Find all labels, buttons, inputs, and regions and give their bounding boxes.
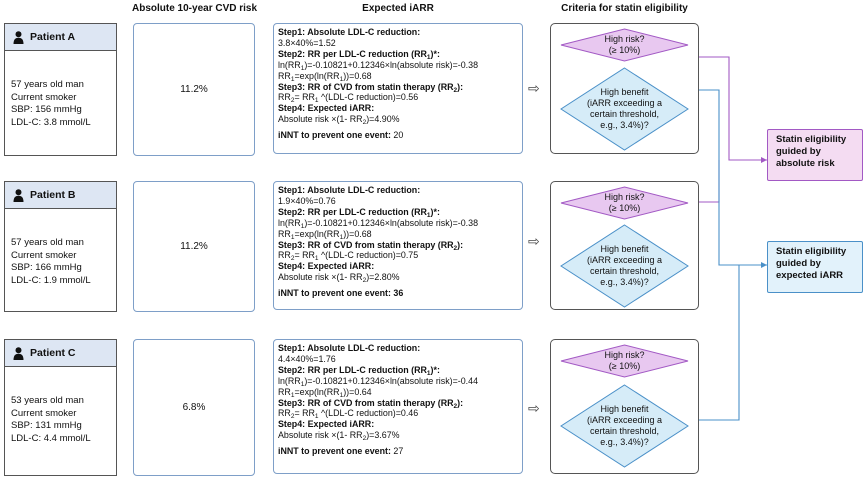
patient-info-b: 57 years old man Current smoker SBP: 166…	[11, 237, 91, 286]
iarr-box-a: Step1: Absolute LDL-C reduction: 3.8×40%…	[273, 23, 523, 154]
benefit-arrowhead	[761, 262, 767, 268]
header-criteria: Criteria for statin eligibility	[561, 3, 688, 14]
nnt-value-c: 27	[393, 446, 404, 457]
patient-header-b: Patient B	[5, 182, 116, 209]
risk-box-a: 11.2%	[133, 23, 255, 156]
nnt-value-b: 36	[393, 288, 404, 299]
patient-card-c: Patient C 53 years old man Current smoke…	[4, 339, 117, 476]
patient-info-a: 57 years old man Current smoker SBP: 156…	[11, 79, 91, 128]
patient-info-c: 53 years old man Current smoker SBP: 131…	[11, 395, 91, 444]
patient-name: Patient C	[30, 347, 76, 359]
patient-name: Patient B	[30, 189, 76, 201]
arrow-icon: ⇨	[528, 80, 540, 96]
iarr-box-b: Step1: Absolute LDL-C reduction: 1.9×40%…	[273, 181, 523, 310]
high-risk-diamond: High risk?(≥ 10%)	[560, 28, 689, 62]
patient-header-a: Patient A	[5, 24, 116, 51]
high-risk-diamond: High risk?(≥ 10%)	[560, 344, 689, 378]
benefit-connector-a	[699, 89, 767, 266]
arrow-icon: ⇨	[528, 233, 540, 249]
patient-card-a: Patient A 57 years old man Current smoke…	[4, 23, 117, 156]
risk-connector-a	[699, 56, 767, 161]
nnt-value-a: 20	[393, 130, 404, 141]
benefit-connector-c	[699, 265, 740, 421]
patient-header-c: Patient C	[5, 340, 116, 367]
high-risk-diamond: High risk?(≥ 10%)	[560, 186, 689, 220]
header-risk: Absolute 10-year CVD risk	[132, 3, 258, 14]
criteria-box-c: High risk?(≥ 10%) High benefit(iARR exce…	[550, 339, 699, 474]
risk-box-c: 6.8%	[133, 339, 255, 476]
patient-card-b: Patient B 57 years old man Current smoke…	[4, 181, 117, 312]
person-icon	[13, 30, 24, 44]
patient-name: Patient A	[30, 31, 76, 43]
risk-connector-b	[699, 160, 720, 203]
risk-arrowhead	[761, 157, 767, 163]
criteria-box-a: High risk?(≥ 10%) High benefit(iARR exce…	[550, 23, 699, 154]
person-icon	[13, 188, 24, 202]
person-icon	[13, 346, 24, 360]
risk-box-b: 11.2%	[133, 181, 255, 312]
header-iarr: Expected iARR	[362, 3, 434, 14]
arrow-icon: ⇨	[528, 400, 540, 416]
iarr-box-c: Step1: Absolute LDL-C reduction: 4.4×40%…	[273, 339, 523, 474]
criteria-box-b: High risk?(≥ 10%) High benefit(iARR exce…	[550, 181, 699, 310]
